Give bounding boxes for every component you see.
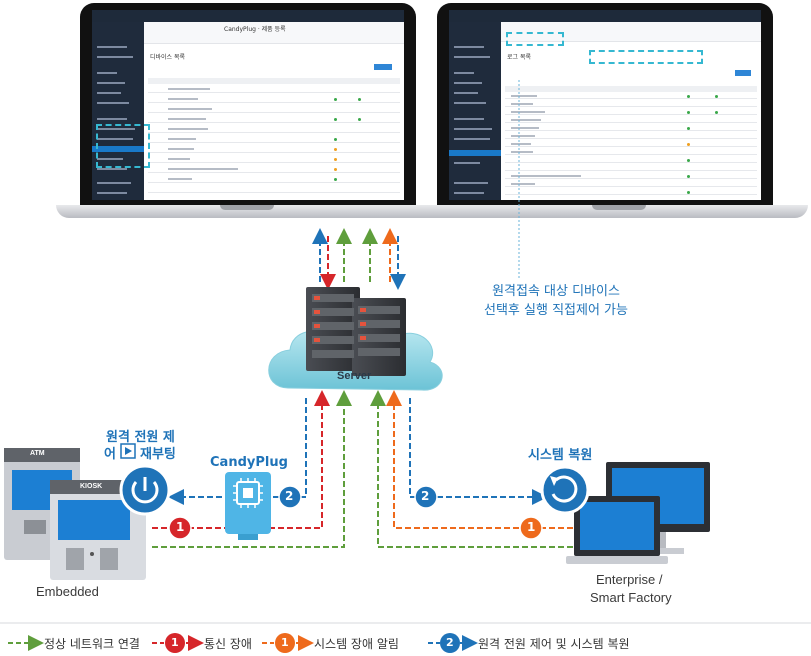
left-screen-section: 디바이스 목록 bbox=[150, 54, 186, 61]
right-screen-section: 로그 목록 bbox=[507, 54, 531, 61]
badge-orange-1 bbox=[519, 516, 543, 540]
left-screen-header: CandyPlug · 제품 등록 bbox=[224, 26, 286, 33]
legend-badge-2-blue: 2 bbox=[446, 636, 454, 649]
server-label: Server bbox=[337, 370, 372, 382]
remote-access-note-line2: 선택후 실행 직접제어 가능 bbox=[484, 303, 628, 318]
embedded-caption: Embedded bbox=[36, 584, 99, 599]
remote-access-note: 원격접속 대상 디바이스 선택후 실행 직접제어 가능 bbox=[466, 282, 646, 320]
atm-kiosk-icon bbox=[4, 448, 146, 580]
legend-normal: 정상 네트워크 연결 bbox=[44, 637, 140, 651]
legend-badge-1-orange: 1 bbox=[281, 636, 289, 649]
kiosk-label: KIOSK bbox=[80, 483, 103, 490]
restore-icon bbox=[540, 465, 590, 515]
candyplug-icon bbox=[225, 472, 271, 540]
left-screen-highlight bbox=[96, 124, 150, 168]
enterprise-pc-icon bbox=[566, 462, 710, 564]
right-screen-filter-highlight bbox=[589, 50, 703, 64]
server-rack-icon bbox=[306, 287, 406, 376]
legend-system-alert: 시스템 장애 알림 bbox=[314, 637, 399, 651]
badge-blue-2-right bbox=[414, 485, 438, 509]
atm-label: ATM bbox=[30, 450, 45, 457]
right-screen-tab-highlight bbox=[506, 32, 564, 46]
candyplug-label: CandyPlug bbox=[210, 455, 288, 470]
badge-red-1-number: 1 bbox=[176, 520, 185, 534]
power-reboot-title-line2a: 어 bbox=[104, 447, 116, 462]
laptop-right-screen: 로그 목록 bbox=[449, 10, 761, 200]
enterprise-caption-line2: Smart Factory bbox=[590, 590, 672, 605]
power-icon bbox=[119, 464, 171, 516]
badge-orange-1-number: 1 bbox=[527, 520, 536, 534]
laptop-left-screen: CandyPlug · 제품 등록 디바이스 목록 bbox=[92, 10, 404, 200]
play-icon bbox=[120, 443, 136, 459]
badge-blue-2-left bbox=[278, 485, 302, 509]
enterprise-caption-line1: Enterprise / bbox=[596, 572, 663, 587]
legend-comm-fault: 통신 장애 bbox=[204, 637, 252, 651]
badge-red-1 bbox=[168, 516, 192, 540]
badge-blue-2-right-number: 2 bbox=[421, 489, 430, 503]
badge-blue-2-left-number: 2 bbox=[285, 489, 294, 503]
legend-remote-control: 원격 전원 제어 및 시스템 복원 bbox=[478, 637, 630, 651]
system-restore-title: 시스템 복원 bbox=[528, 448, 593, 463]
remote-access-note-line1: 원격접속 대상 디바이스 bbox=[492, 284, 620, 299]
legend-badge-1-red: 1 bbox=[171, 636, 179, 649]
power-reboot-title-line2b: 재부팅 bbox=[140, 447, 176, 462]
upper-arrows bbox=[312, 228, 406, 290]
power-reboot-title-line1: 원격 전원 제 bbox=[106, 430, 175, 445]
